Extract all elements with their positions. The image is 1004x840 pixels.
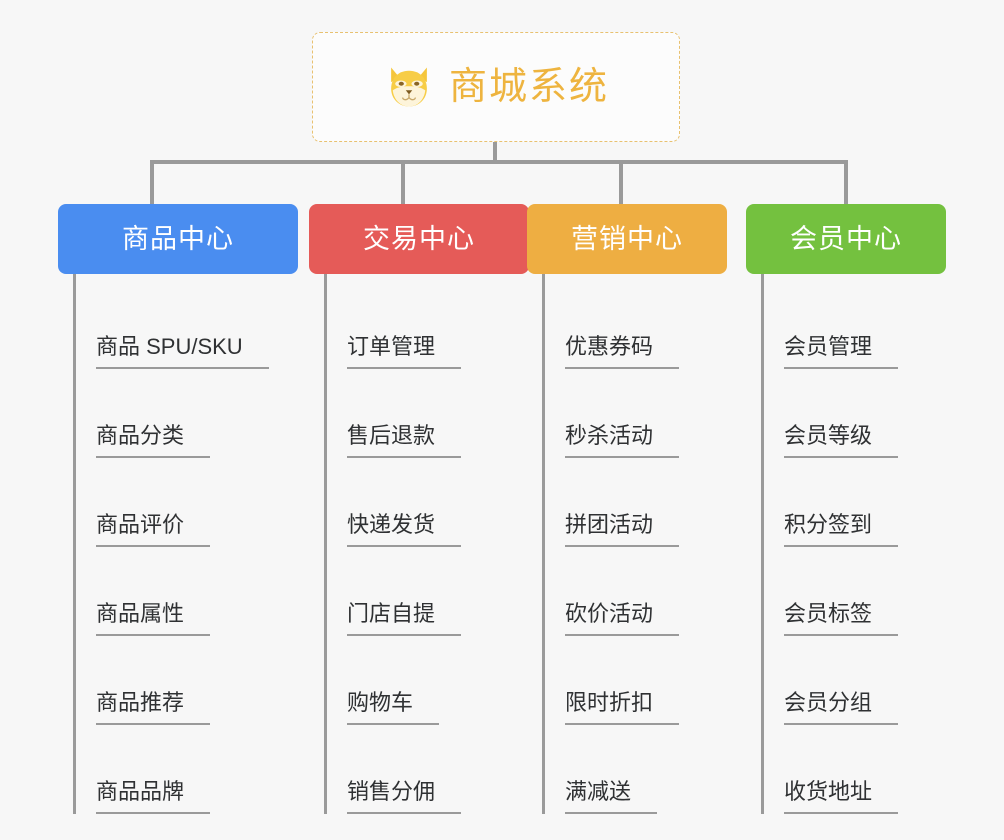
branch-header-3[interactable]: 营销中心 — [527, 204, 727, 274]
branch-header-label: 交易中心 — [363, 223, 475, 254]
leaf-label: 会员标签 — [784, 603, 899, 636]
branch-items-4: 会员管理 会员等级 积分签到 会员标签 会员分组 收货地址 — [761, 274, 946, 814]
branch-column-4: 会员中心 会员管理 会员等级 积分签到 会员标签 会员分组 收货地址 — [746, 204, 946, 814]
root-node[interactable]: 商城系统 — [312, 32, 680, 142]
branch-items-1: 商品 SPU/SKU 商品分类 商品评价 商品属性 商品推荐 商品品牌 — [73, 274, 298, 814]
leaf-item[interactable]: 购物车 — [327, 636, 529, 725]
leaf-item[interactable]: 商品属性 — [76, 547, 298, 636]
leaf-label: 砍价活动 — [565, 603, 680, 636]
leaf-label: 收货地址 — [784, 781, 899, 814]
leaf-item[interactable]: 商品评价 — [76, 458, 298, 547]
branch-items-3: 优惠券码 秒杀活动 拼团活动 砍价活动 限时折扣 满减送 — [542, 274, 727, 814]
leaf-item[interactable]: 收货地址 — [764, 725, 946, 814]
leaf-item[interactable]: 会员标签 — [764, 547, 946, 636]
connector-root-stem — [493, 142, 497, 162]
leaf-item[interactable]: 会员管理 — [764, 280, 946, 369]
leaf-item[interactable]: 售后退款 — [327, 369, 529, 458]
leaf-item[interactable]: 门店自提 — [327, 547, 529, 636]
leaf-label: 限时折扣 — [565, 692, 680, 725]
branch-items-2: 订单管理 售后退款 快递发货 门店自提 购物车 销售分佣 — [324, 274, 529, 814]
branch-header-label: 会员中心 — [790, 223, 902, 254]
branch-header-label: 商品中心 — [122, 223, 234, 254]
connector-horizontal-bus — [150, 160, 848, 164]
leaf-label: 订单管理 — [347, 336, 462, 369]
leaf-item[interactable]: 拼团活动 — [545, 458, 727, 547]
leaf-label: 秒杀活动 — [565, 425, 680, 458]
branch-column-2: 交易中心 订单管理 售后退款 快递发货 门店自提 购物车 销售分佣 — [309, 204, 529, 814]
root-title: 商城系统 — [448, 66, 609, 108]
leaf-item[interactable]: 商品推荐 — [76, 636, 298, 725]
connector-drop-3 — [619, 160, 623, 204]
branch-header-label: 营销中心 — [571, 223, 683, 254]
leaf-label: 快递发货 — [347, 514, 462, 547]
connector-drop-4 — [844, 160, 848, 204]
leaf-label: 会员等级 — [784, 425, 899, 458]
leaf-label: 购物车 — [347, 692, 440, 725]
leaf-label: 商品评价 — [96, 514, 211, 547]
leaf-label: 商品推荐 — [96, 692, 211, 725]
leaf-item[interactable]: 商品 SPU/SKU — [76, 280, 298, 369]
leaf-label: 满减送 — [565, 781, 658, 814]
leaf-item[interactable]: 满减送 — [545, 725, 727, 814]
leaf-label: 会员分组 — [784, 692, 899, 725]
branch-header-2[interactable]: 交易中心 — [309, 204, 529, 274]
leaf-item[interactable]: 限时折扣 — [545, 636, 727, 725]
leaf-item[interactable]: 商品分类 — [76, 369, 298, 458]
leaf-label: 商品 SPU/SKU — [96, 336, 269, 369]
leaf-label: 门店自提 — [347, 603, 462, 636]
leaf-item[interactable]: 积分签到 — [764, 458, 946, 547]
leaf-item[interactable]: 快递发货 — [327, 458, 529, 547]
leaf-label: 商品分类 — [96, 425, 211, 458]
leaf-item[interactable]: 销售分佣 — [327, 725, 529, 814]
leaf-item[interactable]: 砍价活动 — [545, 547, 727, 636]
leaf-item[interactable]: 商品品牌 — [76, 725, 298, 814]
leaf-label: 拼团活动 — [565, 514, 680, 547]
branch-header-4[interactable]: 会员中心 — [746, 204, 946, 274]
leaf-label: 会员管理 — [784, 336, 899, 369]
leaf-item[interactable]: 秒杀活动 — [545, 369, 727, 458]
leaf-item[interactable]: 会员等级 — [764, 369, 946, 458]
branch-header-1[interactable]: 商品中心 — [58, 204, 298, 274]
leaf-item[interactable]: 会员分组 — [764, 636, 946, 725]
leaf-label: 售后退款 — [347, 425, 462, 458]
branch-column-3: 营销中心 优惠券码 秒杀活动 拼团活动 砍价活动 限时折扣 满减送 — [527, 204, 727, 814]
leaf-label: 销售分佣 — [347, 781, 462, 814]
branch-column-1: 商品中心 商品 SPU/SKU 商品分类 商品评价 商品属性 商品推荐 商品品牌 — [58, 204, 298, 814]
leaf-item[interactable]: 优惠券码 — [545, 280, 727, 369]
leaf-label: 积分签到 — [784, 514, 899, 547]
connector-drop-2 — [401, 160, 405, 204]
leaf-label: 商品品牌 — [96, 781, 211, 814]
leaf-label: 优惠券码 — [565, 336, 680, 369]
leaf-label: 商品属性 — [96, 603, 211, 636]
shiba-dog-icon — [391, 67, 427, 107]
connector-drop-1 — [150, 160, 154, 204]
leaf-item[interactable]: 订单管理 — [327, 280, 529, 369]
